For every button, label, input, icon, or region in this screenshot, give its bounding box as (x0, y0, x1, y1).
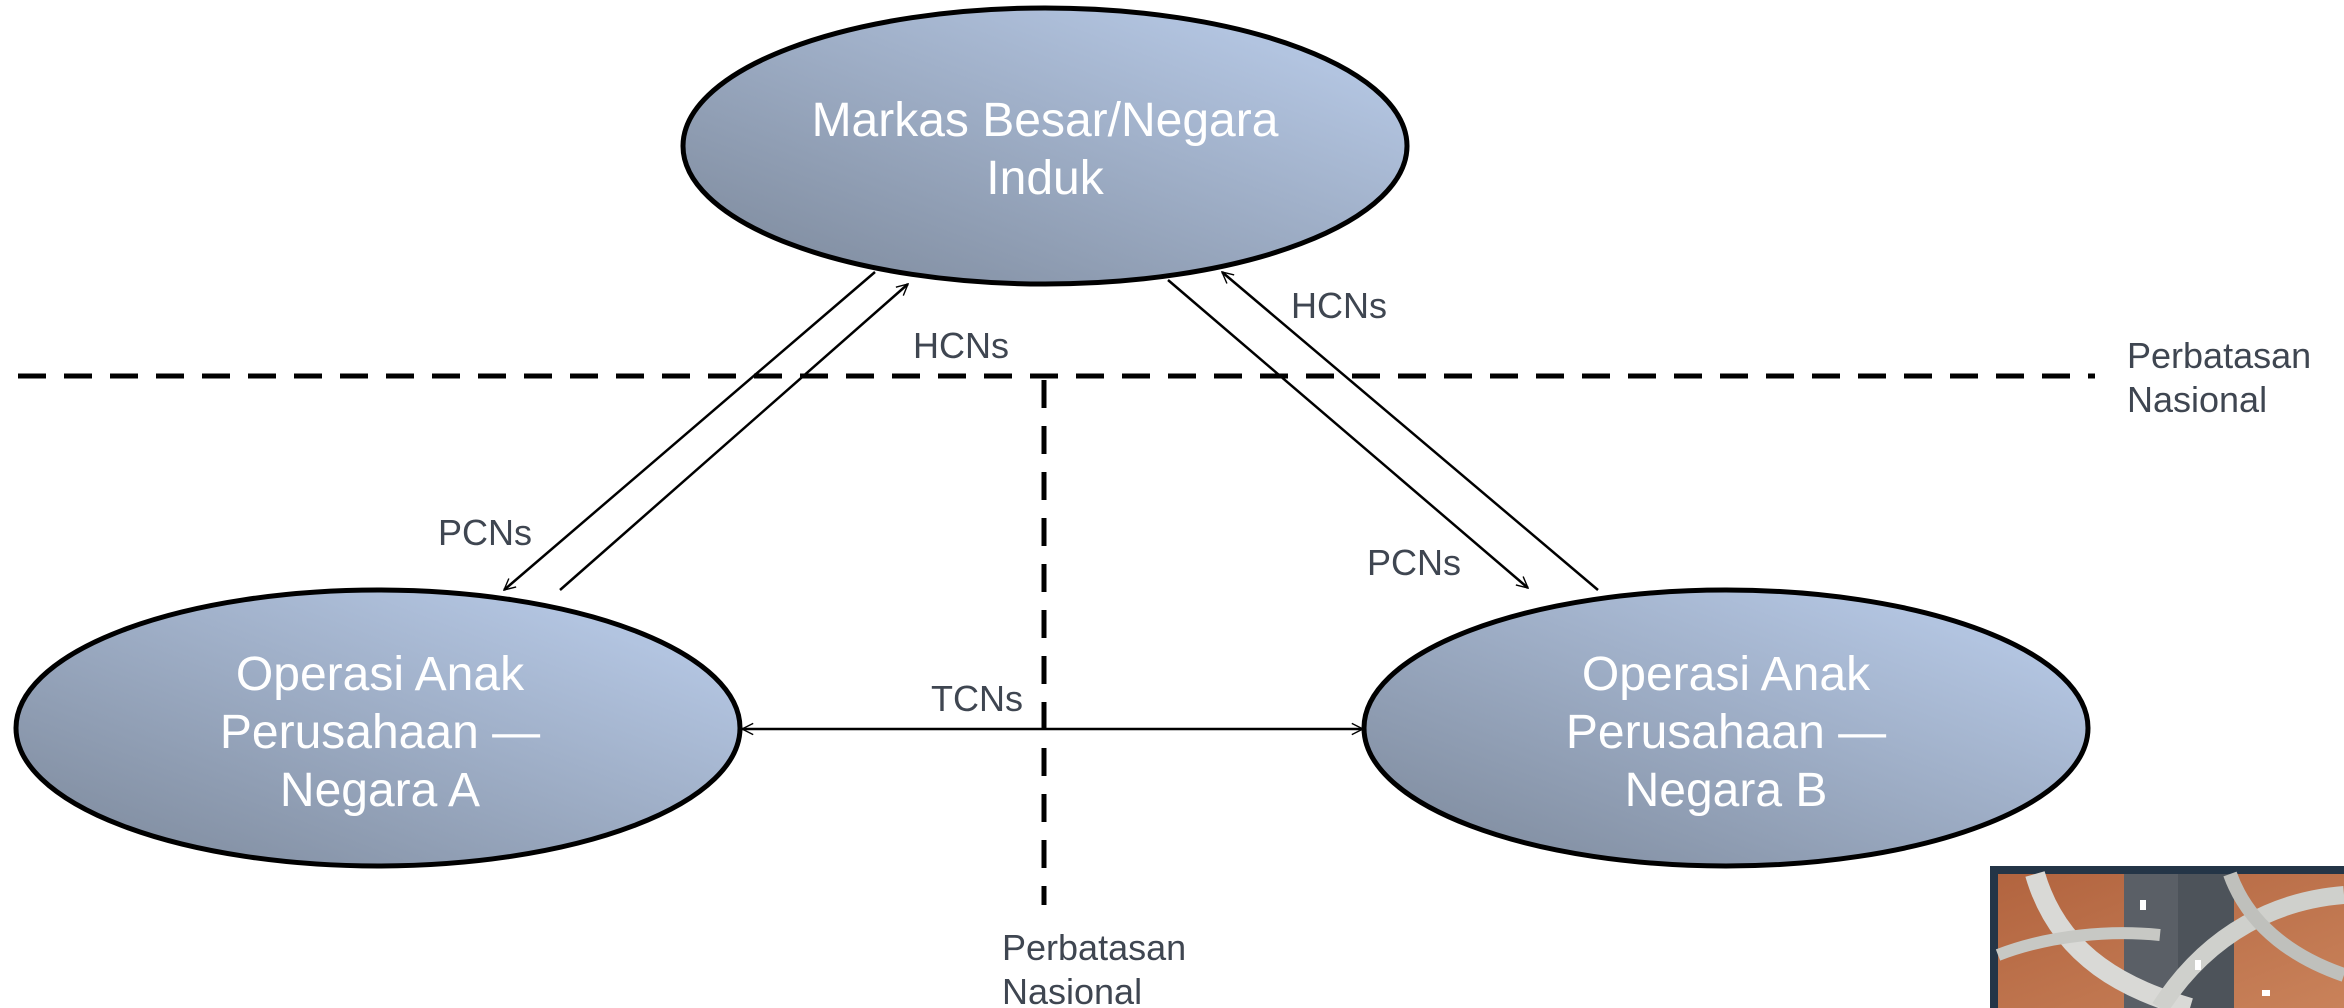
node-headquarters: Markas Besar/Negara Induk (680, 5, 1410, 287)
node-subsidiary-a-line3: Negara A (280, 764, 480, 817)
arrow-sub-b-to-hq (1222, 272, 1599, 591)
node-subsidiary-b-line3: Negara B (1625, 764, 1828, 817)
label-tcns: TCNs (931, 678, 1023, 719)
label-border-horizontal-line1: Perbatasan (2127, 335, 2311, 376)
node-headquarters-line2: Induk (986, 152, 1104, 205)
node-subsidiary-b-line2: Perusahaan — (1566, 706, 1886, 759)
highway-interchange-photo (1990, 866, 2344, 1008)
node-subsidiary-b-line1: Operasi Anak (1582, 648, 1871, 701)
node-subsidiary-b: Operasi Anak Perusahaan — Negara B (1361, 587, 2091, 869)
label-border-vertical-line2: Nasional (1002, 971, 1142, 1008)
label-border-horizontal-line2: Nasional (2127, 379, 2267, 420)
label-hcns-b: HCNs (1291, 285, 1387, 326)
label-pcns-a: PCNs (438, 512, 532, 553)
arrow-sub-a-to-hq (559, 284, 908, 591)
arrow-hq-to-sub-a (504, 271, 876, 590)
node-subsidiary-a-line1: Operasi Anak (236, 648, 525, 701)
label-hcns-a: HCNs (913, 325, 1009, 366)
node-subsidiary-a: Operasi Anak Perusahaan — Negara A (13, 587, 743, 869)
label-pcns-b: PCNs (1367, 542, 1461, 583)
node-headquarters-line1: Markas Besar/Negara (812, 94, 1279, 147)
arrow-hq-to-sub-b (1167, 279, 1528, 588)
label-border-vertical-line1: Perbatasan (1002, 927, 1186, 968)
node-subsidiary-a-line2: Perusahaan — (220, 706, 540, 759)
